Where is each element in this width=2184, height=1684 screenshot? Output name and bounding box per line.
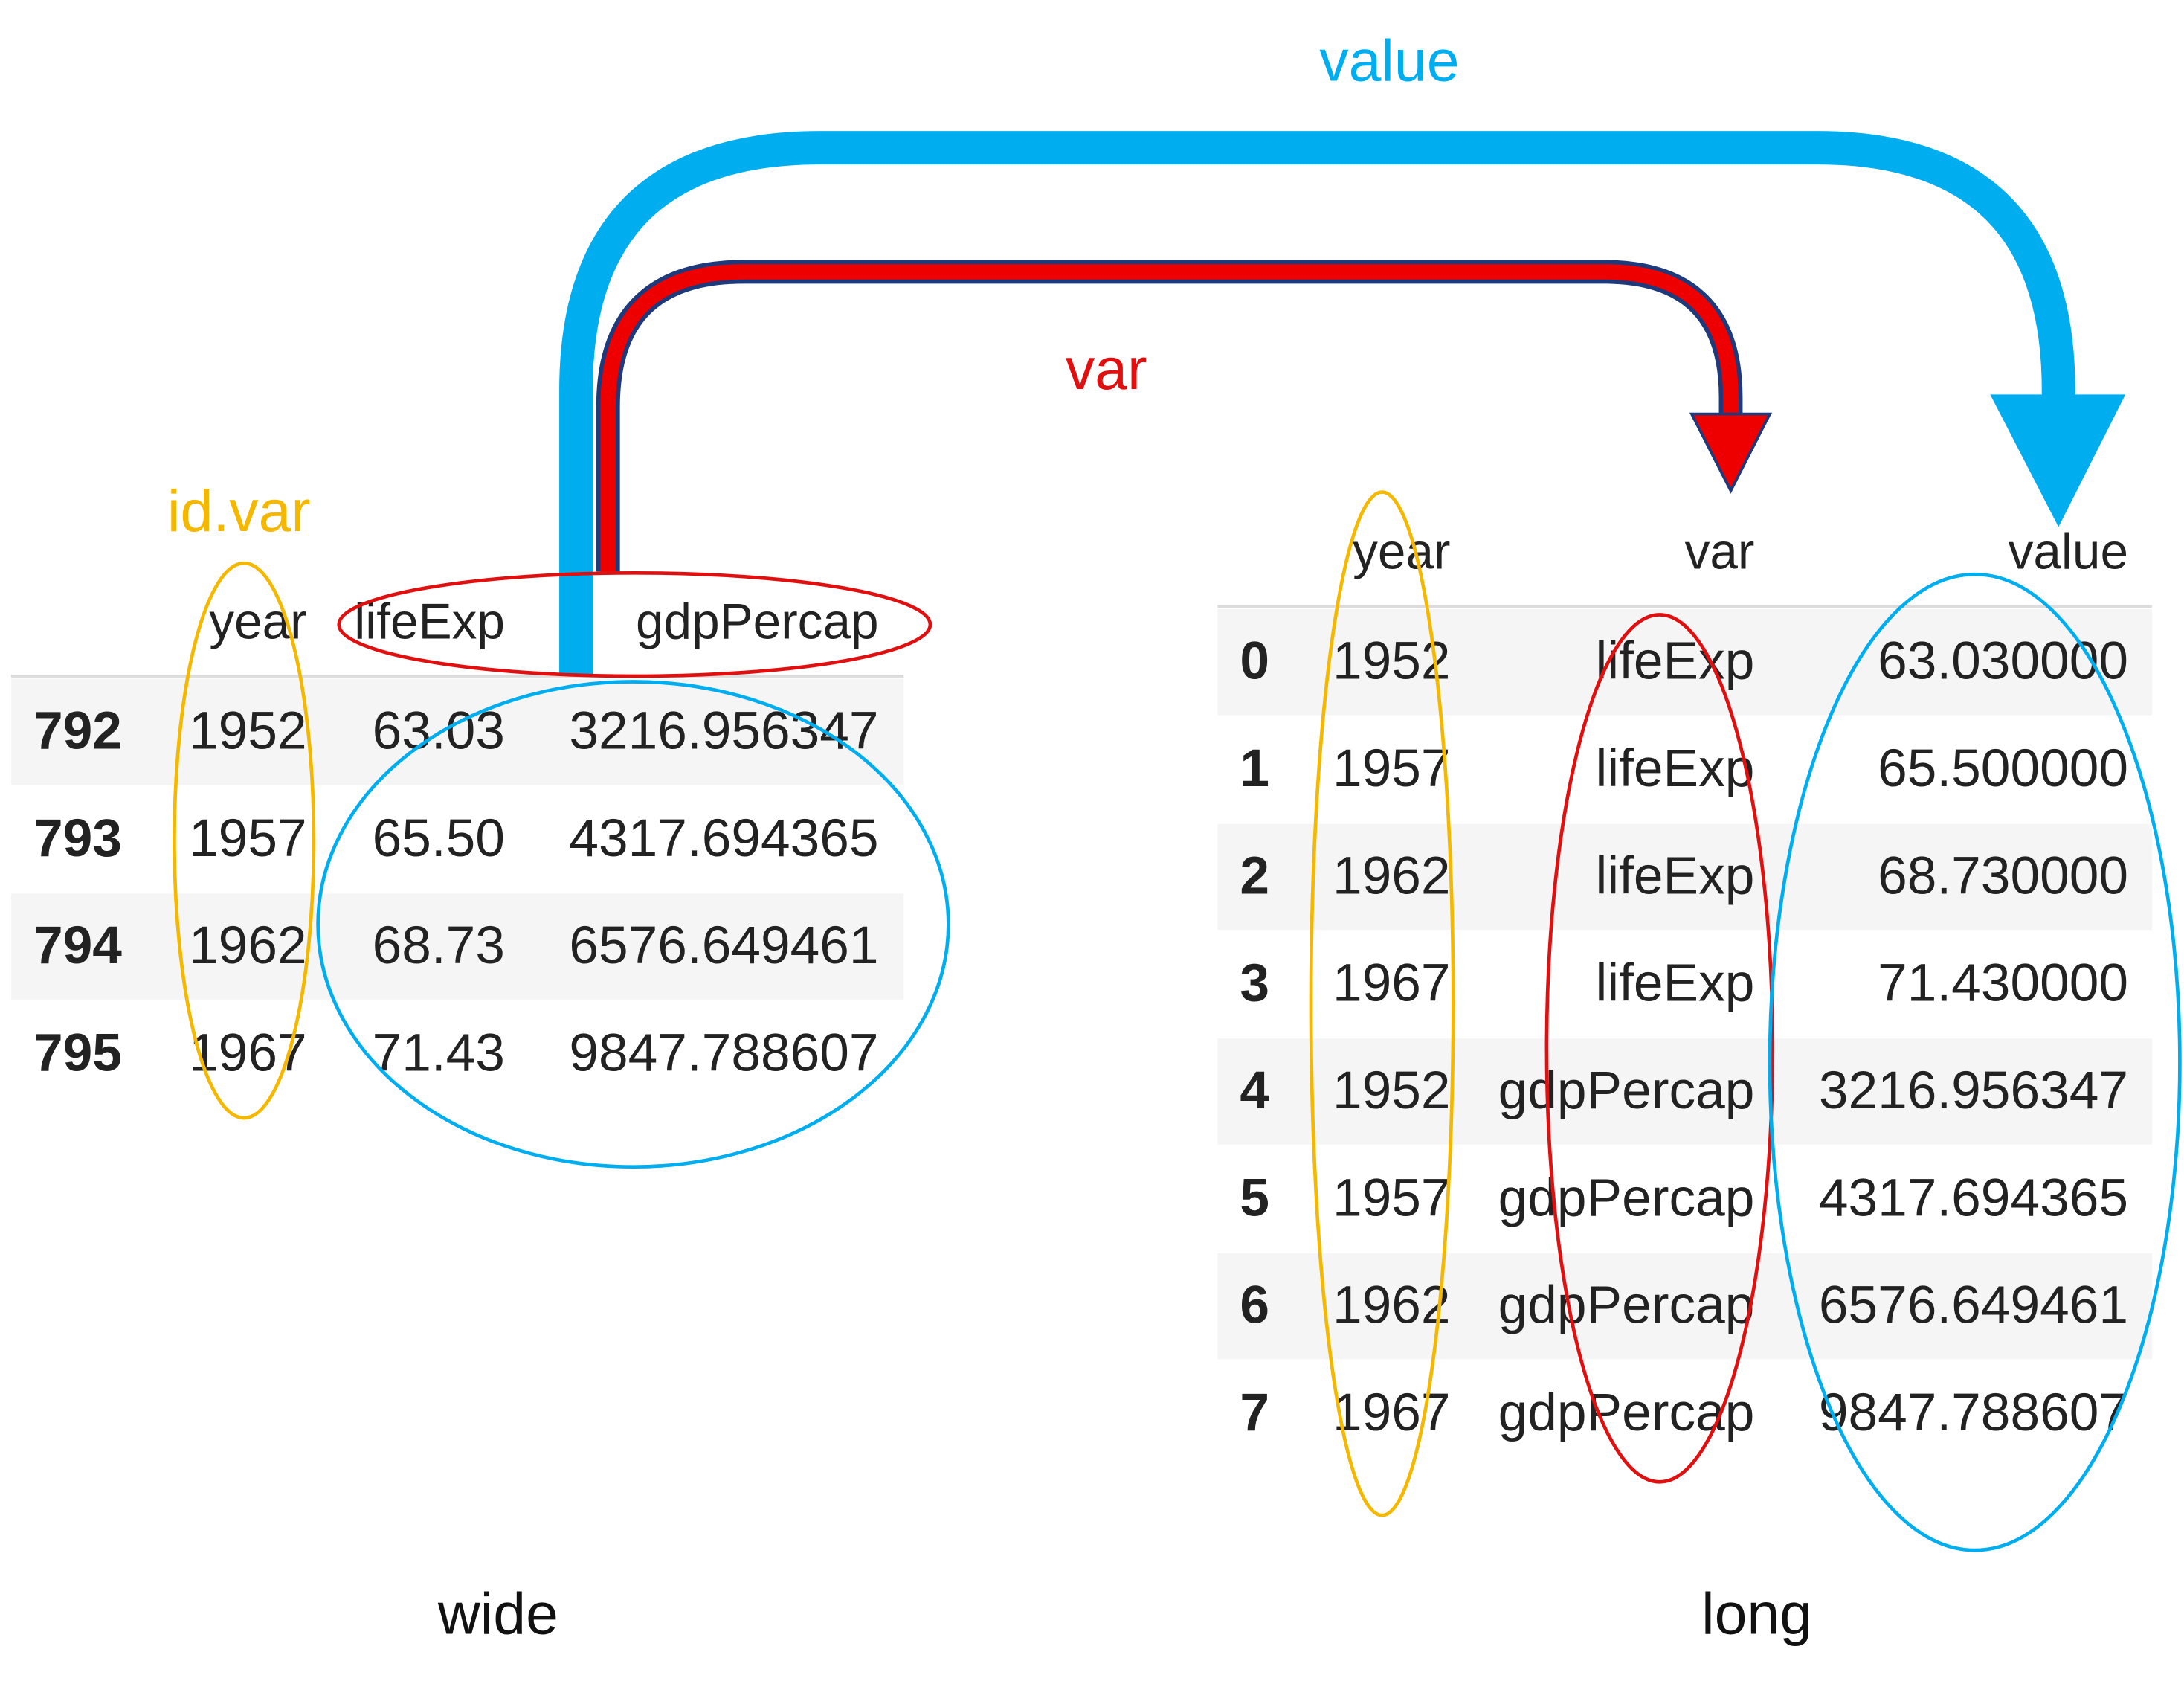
- long-table-cell-index: 3: [1240, 954, 1269, 1014]
- wide-table-cell-year: 1952: [189, 702, 307, 762]
- long-header-value: value: [2008, 522, 2129, 580]
- wide-table-cell-year: 1957: [189, 809, 307, 869]
- long-header-year: year: [1353, 522, 1451, 580]
- long-value-ellipse: [1768, 572, 2182, 1552]
- long-table-cell-year: 1967: [1332, 1384, 1451, 1443]
- long-table-cell-value: 6576.649461: [1818, 1276, 2129, 1336]
- id-var-label: id.var: [167, 478, 311, 544]
- wide-table-cell-index: 794: [33, 917, 122, 976]
- wide-table-row: [11, 786, 904, 893]
- wide-table-cell-year: 1962: [189, 917, 307, 976]
- long-table-cell-year: 1962: [1332, 847, 1451, 907]
- wide-table-cell-lifeexp: 71.43: [372, 1024, 505, 1084]
- value-label: value: [1319, 28, 1460, 94]
- var-arrow-head: [1689, 412, 1773, 494]
- var-arrow-outline: [596, 260, 1743, 572]
- wide-table-row: [11, 678, 904, 785]
- wide-table-cell-lifeexp: 65.50: [372, 809, 505, 869]
- long-table-cell-year: 1962: [1332, 1276, 1451, 1336]
- wide-table-cell-index: 793: [33, 809, 122, 869]
- var-arrow-shaft: [600, 264, 1739, 572]
- long-table-cell-var: gdpPercap: [1498, 1062, 1755, 1121]
- long-table-cell-index: 4: [1240, 1062, 1269, 1121]
- long-table-row: [1217, 1360, 2152, 1467]
- long-table-cell-value: 3216.956347: [1818, 1062, 2129, 1121]
- wide-header-ellipse: [337, 571, 932, 678]
- long-table-cell-var: lifeExp: [1595, 740, 1755, 799]
- wide-header-lifeexp: lifeExp: [354, 592, 505, 650]
- long-table-row: [1217, 1253, 2152, 1360]
- wide-table-cell-index: 795: [33, 1024, 122, 1084]
- long-table-cell-var: gdpPercap: [1498, 1276, 1755, 1336]
- long-table-cell-index: 7: [1240, 1384, 1269, 1443]
- long-table-row: [1217, 1145, 2152, 1253]
- value-arrow-head: [1990, 394, 2126, 527]
- long-table-cell-value: 63.030000: [1878, 632, 2129, 692]
- long-table-cell-index: 0: [1240, 632, 1269, 692]
- long-table-cell-var: lifeExp: [1595, 632, 1755, 692]
- long-table-cell-index: 2: [1240, 847, 1269, 907]
- long-table-cell-value: 4317.694365: [1818, 1169, 2129, 1229]
- long-var-ellipse: [1544, 613, 1775, 1484]
- wide-caption: wide: [437, 1581, 558, 1647]
- long-table-cell-value: 9847.788607: [1818, 1384, 2129, 1443]
- long-year-ellipse: [1309, 490, 1455, 1517]
- long-header-divider: [1217, 605, 2152, 608]
- value-arrow-shaft: [559, 131, 2075, 675]
- wide-table-cell-gdppercap: 4317.694365: [569, 809, 879, 869]
- wide-year-ellipse: [173, 561, 316, 1120]
- long-table-cell-index: 6: [1240, 1276, 1269, 1336]
- wide-header-gdppercap: gdpPercap: [635, 592, 879, 650]
- wide-values-ellipse: [316, 680, 950, 1169]
- wide-table-cell-index: 792: [33, 702, 122, 762]
- long-table-cell-value: 65.500000: [1878, 740, 2129, 799]
- wide-table-cell-gdppercap: 6576.649461: [569, 917, 879, 976]
- long-table-cell-value: 71.430000: [1878, 954, 2129, 1014]
- wide-table-row: [11, 1000, 904, 1108]
- long-caption: long: [1701, 1581, 1813, 1647]
- long-table-cell-var: gdpPercap: [1498, 1169, 1755, 1229]
- wide-table-cell-gdppercap: 9847.788607: [569, 1024, 879, 1084]
- var-label: var: [1065, 335, 1147, 402]
- long-table-row: [1217, 1038, 2152, 1145]
- wide-header-divider: [11, 675, 904, 678]
- long-header-var: var: [1684, 522, 1755, 580]
- long-table-cell-index: 5: [1240, 1169, 1269, 1229]
- long-table-row: [1217, 716, 2152, 823]
- long-table-cell-var: lifeExp: [1595, 954, 1755, 1014]
- long-table-cell-year: 1957: [1332, 740, 1451, 799]
- wide-table-row: [11, 893, 904, 1000]
- long-table-row: [1217, 823, 2152, 931]
- long-table-cell-var: lifeExp: [1595, 847, 1755, 907]
- long-table-cell-year: 1957: [1332, 1169, 1451, 1229]
- long-table-row: [1217, 931, 2152, 1038]
- long-table-cell-year: 1967: [1332, 954, 1451, 1014]
- long-table-cell-year: 1952: [1332, 1062, 1451, 1121]
- long-table-cell-index: 1: [1240, 740, 1269, 799]
- long-table-cell-value: 68.730000: [1878, 847, 2129, 907]
- wide-table-cell-lifeexp: 68.73: [372, 917, 505, 976]
